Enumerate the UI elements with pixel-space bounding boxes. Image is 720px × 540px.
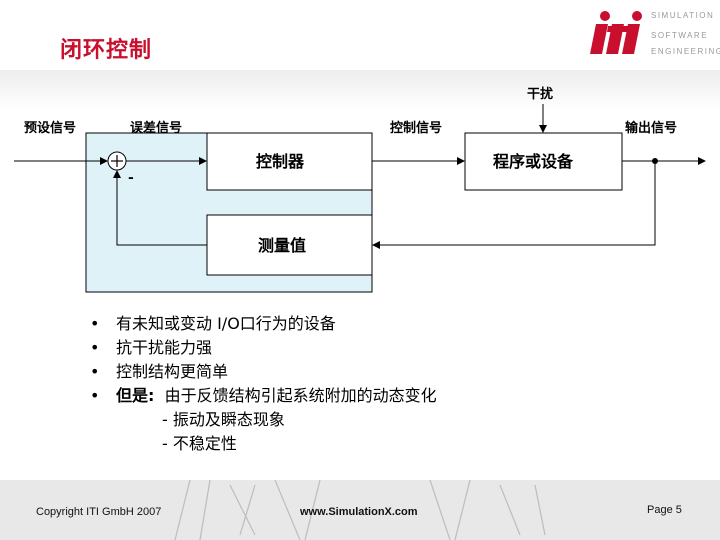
controller-block xyxy=(206,132,373,191)
bullet-item: • 控制结构更简单 xyxy=(90,362,229,381)
website-link[interactable]: www.SimulationX.com xyxy=(300,506,418,518)
copyright-text: Copyright ITI GmbH 2007 xyxy=(36,506,162,518)
footer xyxy=(0,480,720,540)
error-signal-label: 误差信号 xyxy=(130,120,182,136)
slide-title: 闭环控制 xyxy=(60,38,153,63)
bullet-text: 抗干扰能力强 xyxy=(116,338,213,357)
minus-sign: - xyxy=(128,170,134,186)
bullet-item: •有未知或变动 I/O口行为的设备 xyxy=(90,314,336,333)
bullet-list: •有未知或变动 I/O口行为的设备 •抗干扰能力强 • 控制结构更简单 •但是:… xyxy=(90,312,437,456)
feedback-to-measure xyxy=(372,161,656,249)
bullet-text: 控制结构更简单 xyxy=(116,362,229,381)
controller-label: 控制器 xyxy=(256,152,305,171)
closed-loop-diagram: 干扰 预设信号 误差信号 控制信号 输出信号 控制器 程序或设备 测量值 - xyxy=(14,86,706,293)
brand-software: SOFTWARE xyxy=(651,31,709,40)
control-signal-label: 控制信号 xyxy=(390,120,442,136)
bullet-text: 由于反馈结构引起系统附加的动态变化 xyxy=(154,386,437,405)
disturbance-label: 干扰 xyxy=(527,86,553,102)
bullet-item: •抗干扰能力强 xyxy=(90,338,213,357)
sub-item: - 不稳定性 xyxy=(162,434,237,453)
iti-logo: iti xyxy=(590,11,642,54)
brand-simulation: SIMULATION xyxy=(651,11,715,20)
feedback-to-sum xyxy=(113,170,207,246)
page-number: Page 5 xyxy=(647,504,682,516)
bullet-text: 有未知或变动 I/O口行为的设备 xyxy=(116,314,336,333)
brand-engineering: ENGINEERING xyxy=(651,47,720,56)
measurement-label: 测量值 xyxy=(258,236,306,255)
bullet-item: •但是: 由于反馈结构引起系统附加的动态变化 xyxy=(90,386,437,405)
footer-decoration xyxy=(174,480,546,540)
sub-item: - 振动及瞬态现象 xyxy=(162,410,285,429)
measurement-block xyxy=(206,214,373,276)
plant-label: 程序或设备 xyxy=(493,152,574,171)
bullet-but-prefix: 但是: xyxy=(116,386,155,405)
setpoint-label: 预设信号 xyxy=(24,120,76,136)
output-signal-label: 输出信号 xyxy=(625,120,677,136)
plant-block xyxy=(464,132,623,191)
